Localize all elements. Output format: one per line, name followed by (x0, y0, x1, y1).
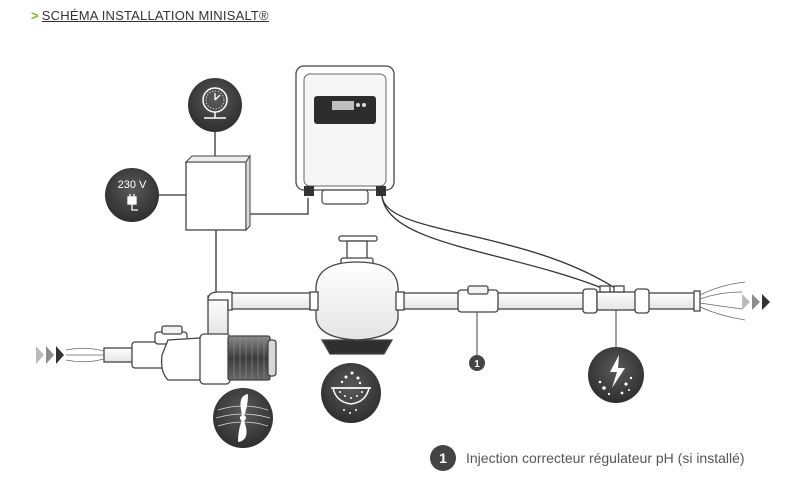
ph-injection-fitting (457, 285, 499, 356)
marker-1: 1 (469, 355, 485, 371)
outlet-flow-arrows-icon (699, 281, 770, 321)
minisalt-controller (295, 65, 395, 205)
relay-box (184, 154, 251, 232)
inlet-flow-arrows-icon (36, 346, 105, 364)
wire-cell-2 (381, 195, 603, 289)
sand-filter (309, 235, 405, 355)
pump (131, 325, 277, 385)
title-text: SCHÉMA INSTALLATION MINISALT® (41, 8, 269, 23)
legend-text: Injection correcteur régulateur pH (si i… (466, 450, 745, 466)
wire-cell-1 (381, 195, 616, 289)
page-title: >SCHÉMA INSTALLATION MINISALT® (31, 8, 269, 23)
electrolysis-cell (582, 285, 650, 350)
filtration-icon (321, 363, 381, 423)
wire-controller (246, 198, 309, 215)
voltage-label: 230 V (118, 179, 147, 191)
plug-icon (127, 194, 138, 211)
electrolysis-icon (588, 347, 644, 403)
marker-1-label: 1 (474, 359, 480, 370)
legend-number-badge: 1 (430, 445, 456, 471)
legend: 1 Injection correcteur régulateur pH (si… (430, 445, 745, 471)
title-chevron-icon: > (31, 8, 39, 23)
timer-icon (188, 78, 242, 132)
power-230v-icon: 230 V (105, 168, 159, 222)
pump-impeller-icon (213, 388, 273, 448)
